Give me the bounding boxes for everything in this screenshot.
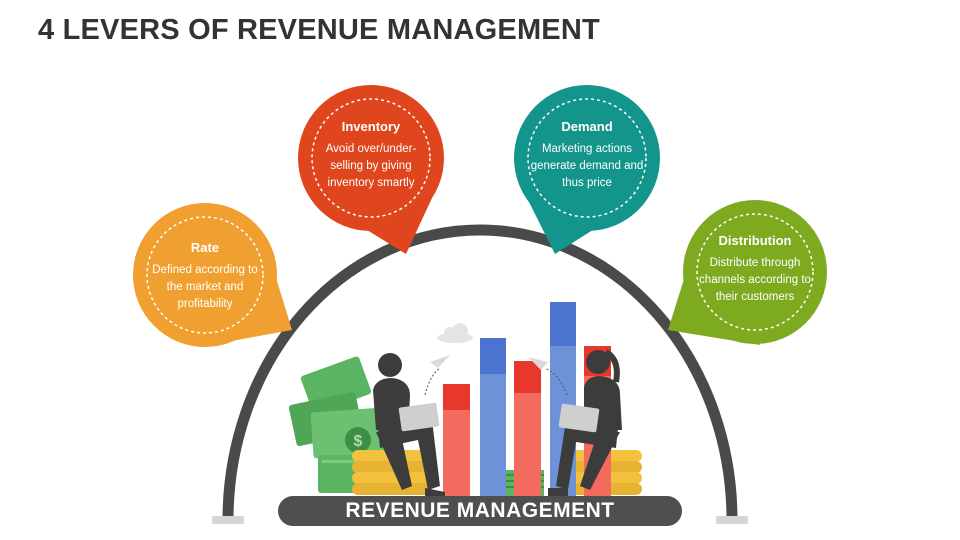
demand-pin <box>514 85 660 254</box>
lever-distribution-description: Distribute through channels according to… <box>699 257 811 303</box>
distribution-pin <box>668 200 827 345</box>
lever-rate-description: Defined according to the market and prof… <box>152 264 258 310</box>
lever-inventory-description: Avoid over/under-selling by giving inven… <box>325 143 417 189</box>
lever-distribution-title: Distribution <box>718 233 792 248</box>
paper-plane-icon-right <box>528 357 568 396</box>
cloud-icon <box>437 323 473 343</box>
lever-rate-title: Rate <box>190 240 220 255</box>
paper-plane-icon-left <box>424 355 450 396</box>
lever-rate: Rate Defined according to the market and… <box>148 240 262 313</box>
rate-pin <box>133 203 292 347</box>
lever-inventory-title: Inventory <box>341 119 401 134</box>
person-right-icon <box>548 349 622 496</box>
base-label: REVENUE MANAGEMENT <box>345 499 615 522</box>
lever-demand: Demand Marketing actions generate demand… <box>530 119 644 192</box>
arch-foot-left <box>212 516 244 524</box>
arch-foot-right <box>716 516 748 524</box>
page-title: 4 LEVERS OF REVENUE MANAGEMENT <box>38 14 600 46</box>
base-bar <box>278 496 682 526</box>
lever-demand-description: Marketing actions generate demand and th… <box>530 143 644 189</box>
lever-inventory: Inventory Avoid over/under-selling by gi… <box>314 119 428 192</box>
svg-text:$: $ <box>354 433 363 450</box>
lever-distribution: Distribution Distribute through channels… <box>698 233 812 306</box>
arch <box>222 224 738 521</box>
inventory-pin <box>298 85 444 254</box>
person-left-icon <box>373 353 445 496</box>
lever-demand-title: Demand <box>561 119 613 134</box>
